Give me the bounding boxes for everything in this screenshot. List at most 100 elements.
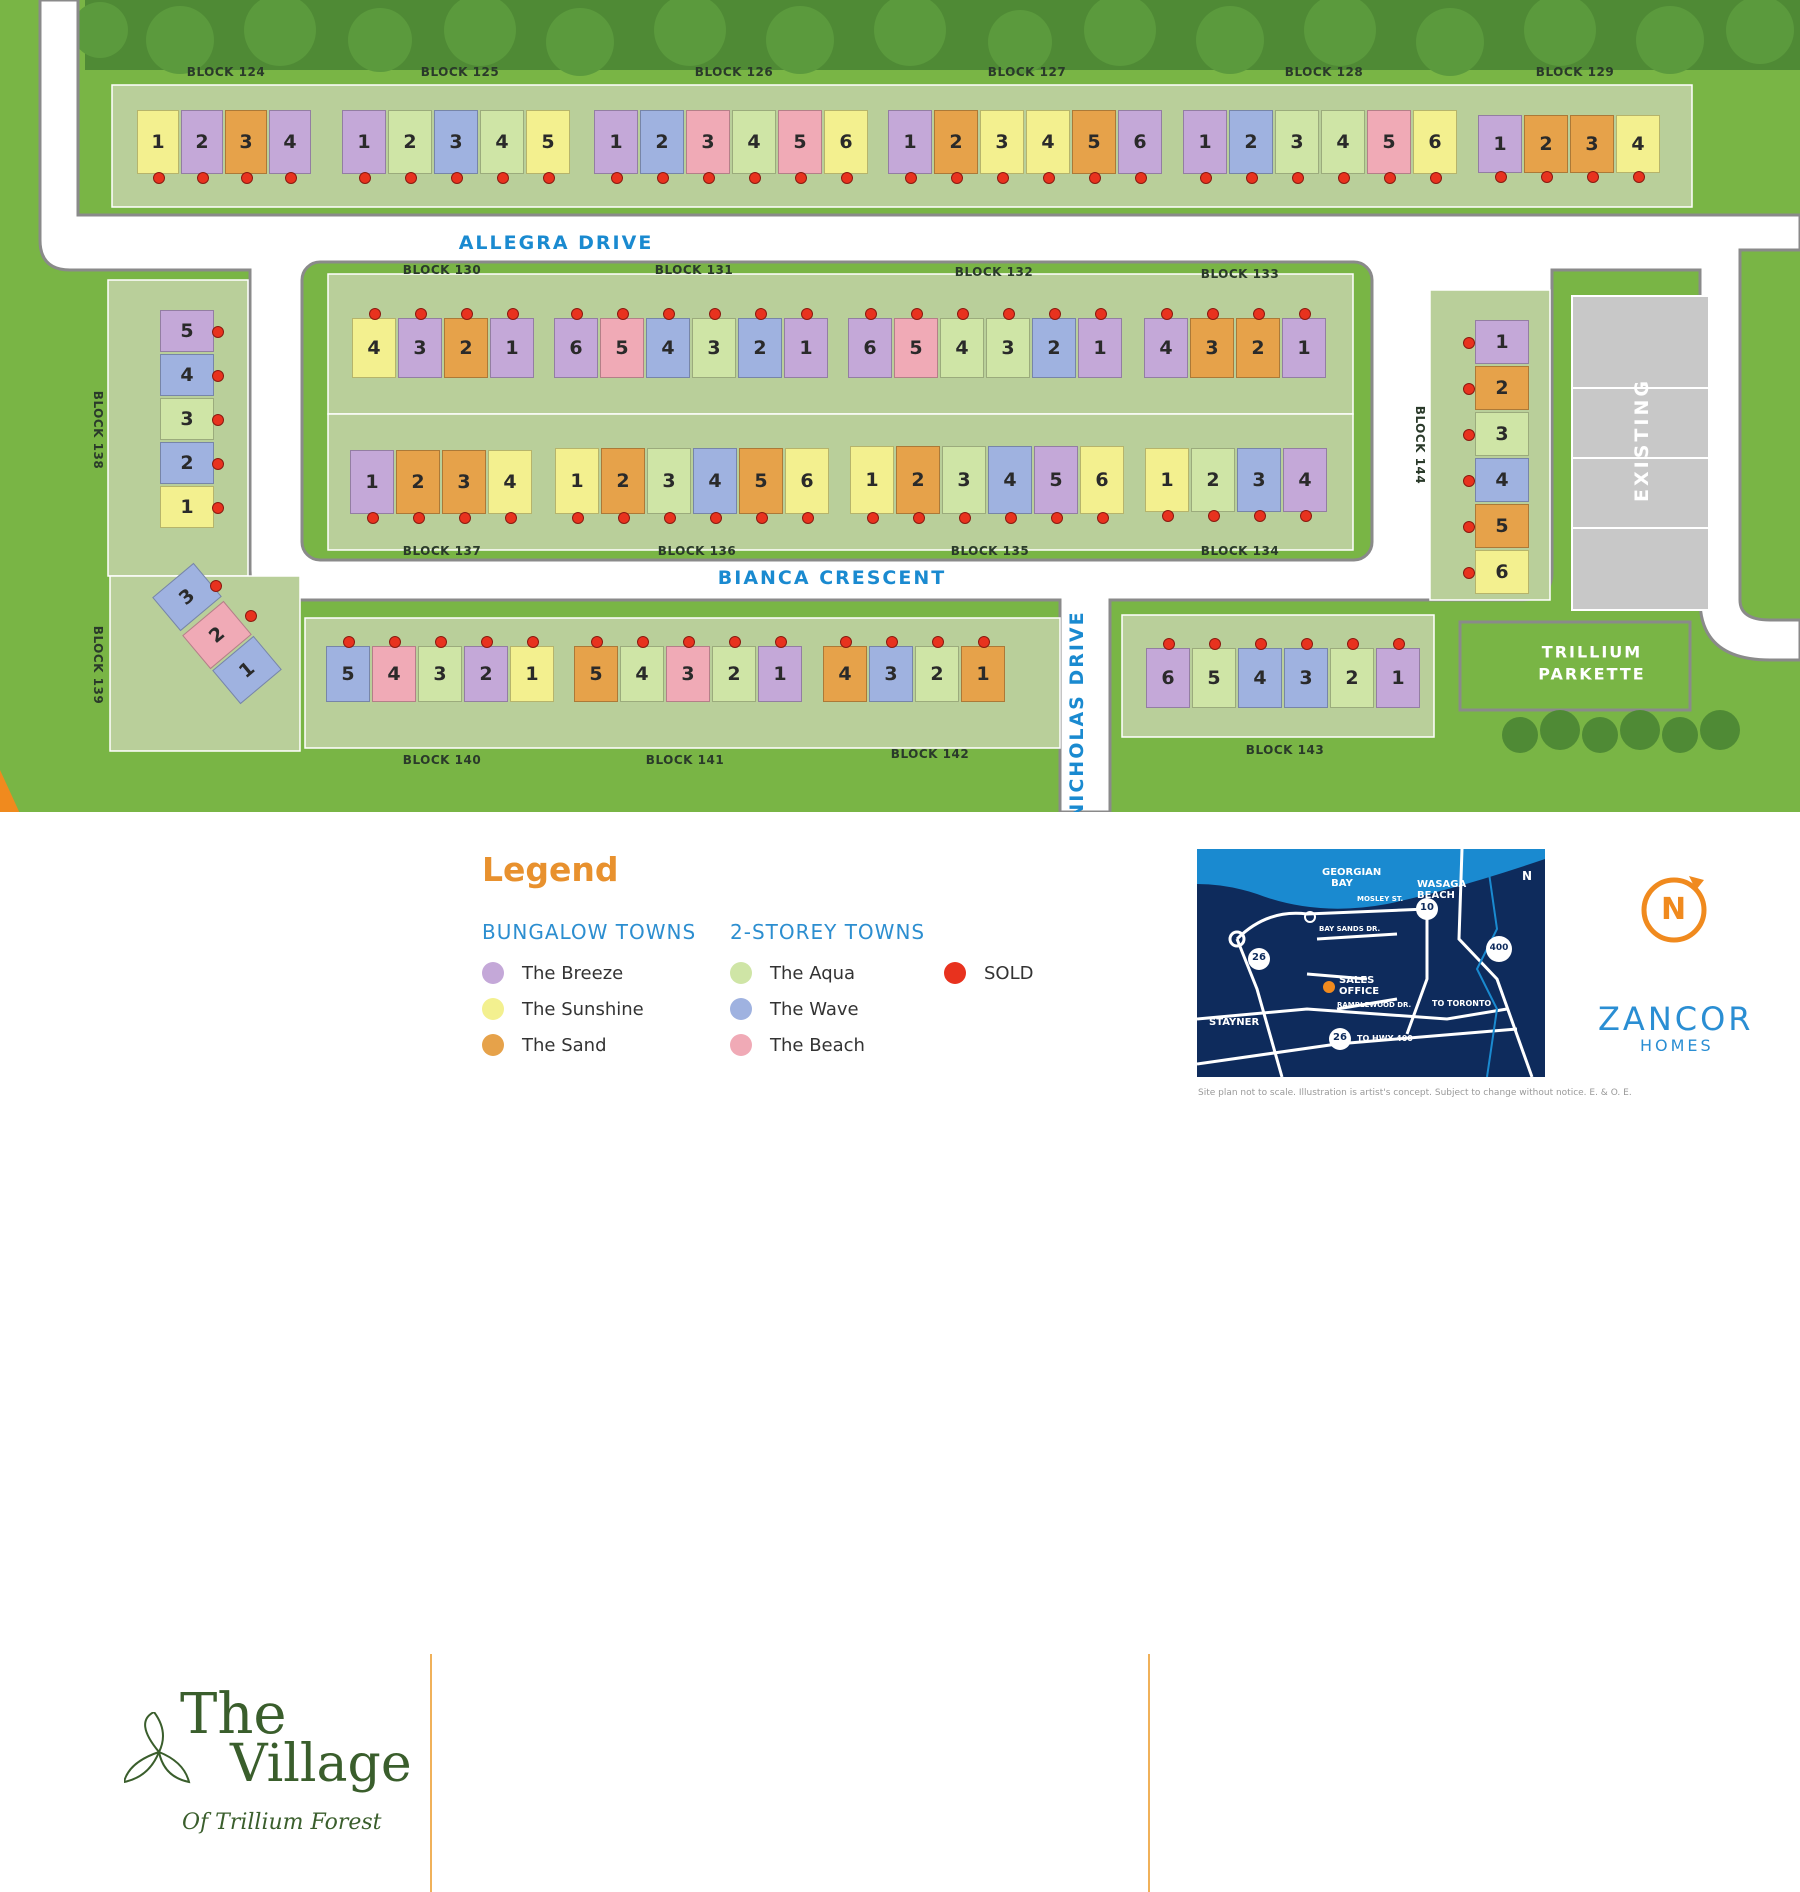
b138-sold-dot-5 (212, 326, 224, 338)
b128-unit-4: 4 (1321, 110, 1365, 174)
b127-sold-dot-6 (1135, 172, 1147, 184)
b142-sold-dot-1 (978, 636, 990, 648)
block-128-label: BLOCK 128 (1284, 65, 1364, 79)
b143-unit-5: 5 (1192, 648, 1236, 708)
b132-sold-dot-6 (865, 308, 877, 320)
b143-sold-dot-4 (1255, 638, 1267, 650)
b126-sold-dot-5 (795, 172, 807, 184)
b136-unit-4: 4 (693, 448, 737, 514)
b126-unit-1: 1 (594, 110, 638, 174)
georgian-bay-water (1197, 849, 1545, 909)
b125-sold-dot-3 (451, 172, 463, 184)
b141-sold-dot-5 (591, 636, 603, 648)
b143-sold-dot-1 (1393, 638, 1405, 650)
block-133-label: BLOCK 133 (1200, 267, 1280, 281)
beach-swatch (730, 1034, 752, 1056)
b127-unit-4: 4 (1026, 110, 1070, 174)
route-26-shield-2 (1329, 1028, 1351, 1050)
b135-sold-dot-6 (1097, 512, 1109, 524)
b130-sold-dot-2 (461, 308, 473, 320)
b137-unit-3: 3 (442, 450, 486, 514)
b144-unit-4: 4 (1475, 458, 1529, 502)
b127-unit-2: 2 (934, 110, 978, 174)
b137-sold-dot-4 (505, 512, 517, 524)
b132-unit-3: 3 (986, 318, 1030, 378)
georgian-bay-label: GEORGIAN BAY (1322, 867, 1382, 889)
b128-unit-2: 2 (1229, 110, 1273, 174)
b136-unit-3: 3 (647, 448, 691, 514)
bay-sands-label: BAY SANDS DR. (1319, 925, 1381, 933)
site-plan-map: ALLEGRA DRIVE BIANCA CRESCENT NICHOLAS D… (0, 0, 1800, 812)
b127-sold-dot-4 (1043, 172, 1055, 184)
b140-sold-dot-5 (343, 636, 355, 648)
b128-sold-dot-5 (1384, 172, 1396, 184)
b143-unit-2: 2 (1330, 648, 1374, 708)
allegra-drive-label: ALLEGRA DRIVE (458, 232, 654, 254)
b127-sold-dot-5 (1089, 172, 1101, 184)
wasaga-beach-label: WASAGA BEACH (1417, 879, 1467, 901)
b135-sold-dot-2 (913, 512, 925, 524)
b136-sold-dot-4 (710, 512, 722, 524)
b135-sold-dot-3 (959, 512, 971, 524)
legend-sand: The Sand (482, 1034, 607, 1056)
b128-unit-3: 3 (1275, 110, 1319, 174)
b138-unit-1: 1 (160, 486, 214, 528)
b136-sold-dot-5 (756, 512, 768, 524)
b133-sold-dot-2 (1253, 308, 1265, 320)
block-130-label: BLOCK 130 (402, 263, 482, 277)
divider-left (430, 1654, 432, 1892)
b142-sold-dot-4 (840, 636, 852, 648)
b138-sold-dot-1 (212, 502, 224, 514)
b143-unit-1: 1 (1376, 648, 1420, 708)
b125-unit-5: 5 (526, 110, 570, 174)
b133-unit-1: 1 (1282, 318, 1326, 378)
block-126-label: BLOCK 126 (694, 65, 774, 79)
b144-sold-dot-3 (1463, 429, 1475, 441)
existing-label: EXISTING (1631, 378, 1653, 502)
block-134-label: BLOCK 134 (1200, 544, 1280, 558)
b125-unit-3: 3 (434, 110, 478, 174)
block-125-label: BLOCK 125 (420, 65, 500, 79)
b129-sold-dot-2 (1541, 171, 1553, 183)
block-135-label: BLOCK 135 (950, 544, 1030, 558)
b128-sold-dot-1 (1200, 172, 1212, 184)
mosley-label: MOSLEY ST. (1357, 895, 1404, 903)
legend-beach-text: The Beach (770, 1034, 865, 1056)
b128-sold-dot-3 (1292, 172, 1304, 184)
b125-unit-1: 1 (342, 110, 386, 174)
b138-sold-dot-4 (212, 370, 224, 382)
b140-sold-dot-4 (389, 636, 401, 648)
b125-sold-dot-1 (359, 172, 371, 184)
b125-unit-2: 2 (388, 110, 432, 174)
legend-aqua: The Aqua (730, 962, 855, 984)
b127-unit-1: 1 (888, 110, 932, 174)
b130-sold-dot-1 (507, 308, 519, 320)
keymap-roundabout (1228, 930, 1246, 948)
b128-sold-dot-6 (1430, 172, 1442, 184)
b137-unit-4: 4 (488, 450, 532, 514)
b129-sold-dot-3 (1587, 171, 1599, 183)
b129-unit-3: 3 (1570, 115, 1614, 173)
b127-sold-dot-3 (997, 172, 1009, 184)
b131-sold-dot-5 (617, 308, 629, 320)
b126-sold-dot-2 (657, 172, 669, 184)
b134-unit-3: 3 (1237, 448, 1281, 512)
block-129-label: BLOCK 129 (1535, 65, 1615, 79)
b141-unit-4: 4 (620, 646, 664, 702)
b125-unit-4: 4 (480, 110, 524, 174)
keymap-roads (1197, 849, 1534, 1077)
b124-sold-dot-4 (285, 172, 297, 184)
route-26-number-2: 26 (1333, 1032, 1347, 1043)
block-140-label: BLOCK 140 (402, 753, 482, 767)
block-137-label: BLOCK 137 (402, 544, 482, 558)
b134-sold-dot-3 (1254, 510, 1266, 522)
tree-clusters (72, 0, 1794, 76)
b133-unit-2: 2 (1236, 318, 1280, 378)
b124-sold-dot-3 (241, 172, 253, 184)
keymap-roundabout-2 (1304, 911, 1316, 923)
b144-sold-dot-1 (1463, 337, 1475, 349)
b131-sold-dot-1 (801, 308, 813, 320)
b124-unit-1: 1 (137, 110, 179, 174)
legend-sunshine-text: The Sunshine (522, 998, 644, 1020)
b130-unit-2: 2 (444, 318, 488, 378)
